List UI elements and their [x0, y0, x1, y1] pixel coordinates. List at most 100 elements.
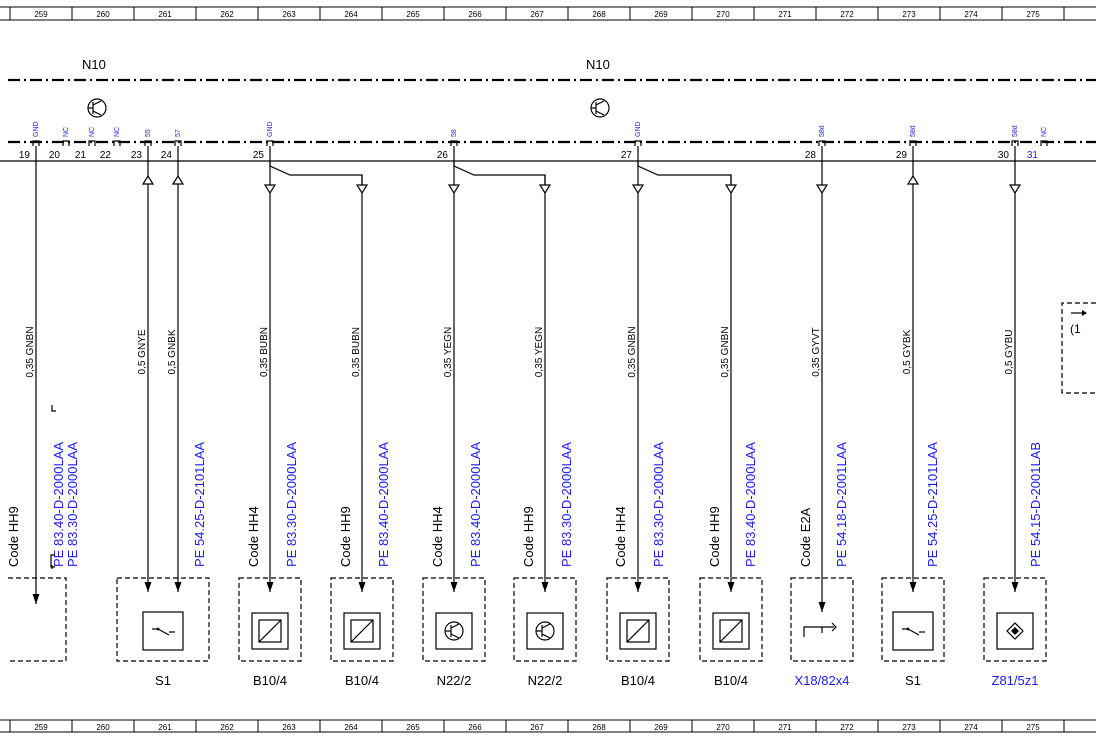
edge-ref-label: (1	[1070, 322, 1081, 336]
wire-2: 0,5 GNBK	[167, 161, 185, 592]
pin-socket	[144, 140, 152, 146]
code-label: Code HH4	[430, 506, 445, 567]
wire-label: 0,5 GYBK	[902, 329, 913, 374]
direction-down-icon	[815, 184, 829, 195]
component-boundary	[422, 577, 486, 662]
pin-signal: NC	[1041, 127, 1048, 137]
reference-link[interactable]: PE 54.25-D-2101LAA	[925, 442, 940, 567]
reference-link[interactable]: PE 83.30-D-2000LAA	[651, 442, 666, 567]
reference-link[interactable]: PE 83.30-D-2000LAA	[284, 442, 299, 567]
reference-link[interactable]: PE 83.40-D-2000LAA	[376, 442, 391, 567]
wire-1: 0,5 GNYE	[137, 161, 155, 592]
component-label: B10/4	[253, 673, 287, 688]
edge-reference-box: (1	[1061, 302, 1096, 394]
pin-signal: NC	[63, 127, 70, 137]
pin-number: 22	[100, 150, 112, 161]
wire-7: 0,35 GNBN	[627, 161, 645, 592]
reference-link[interactable]: PE 54.18-D-2001LAA	[834, 442, 849, 567]
direction-up-icon	[171, 174, 185, 185]
component-label[interactable]: X18/82x4	[795, 673, 850, 688]
pin-socket	[1011, 140, 1019, 146]
component-diamond: Z81/5z1	[983, 577, 1047, 688]
component-label: B10/4	[621, 673, 655, 688]
reference-link[interactable]: PE 54.25-D-2101LAA	[192, 442, 207, 567]
wire-6: 0,35 YEGN	[534, 175, 552, 592]
reference-link[interactable]: PE 83.30-D-2000LAA	[559, 442, 574, 567]
direction-down-icon	[263, 184, 277, 195]
arrow-head-icon	[1011, 582, 1019, 592]
component-boundary	[606, 577, 670, 662]
direction-down-icon	[447, 184, 461, 195]
ruler-cell: 259	[34, 723, 48, 732]
pin-signal: 58d	[819, 125, 826, 137]
component-boundary	[513, 577, 577, 662]
pin-socket	[1040, 140, 1048, 146]
arrow-head-icon	[32, 594, 40, 604]
pin-socket	[32, 140, 40, 146]
reference-link[interactable]: PE 83.40-D-2000LAA	[743, 442, 758, 567]
pin-23: 23 55	[131, 129, 152, 161]
wire-label: 0,35 GNBN	[627, 326, 638, 377]
pin-number: 25	[253, 150, 265, 161]
pin-number: 24	[161, 150, 173, 161]
component-sensor: B10/4	[699, 577, 763, 688]
component-label: N22/2	[528, 673, 563, 688]
wire-label: 0,35 YEGN	[443, 327, 454, 377]
arrow-head-icon	[909, 582, 917, 592]
component-label: B10/4	[714, 673, 748, 688]
ref-bracket	[50, 554, 55, 568]
reference-link[interactable]: PE 83.40-D-2000LAA	[468, 442, 483, 567]
connector-pins: 19GND20NC21NC22NC2355245725GND265827GND2…	[19, 121, 1048, 161]
component-sensor: B10/4	[238, 577, 302, 688]
pin-signal: 58d	[910, 125, 917, 137]
component-boundary	[699, 577, 763, 662]
component-label[interactable]: Z81/5z1	[992, 673, 1039, 688]
wire-label: 0,35 BUBN	[351, 327, 362, 377]
pin-signal: 55	[145, 129, 152, 137]
wire-label: 0,5 GNYE	[137, 329, 148, 374]
arrow-head-icon	[541, 582, 549, 592]
transistor-icon	[526, 612, 564, 650]
pin-number: 23	[131, 150, 143, 161]
component-label: N22/2	[437, 673, 472, 688]
pin-socket	[113, 140, 121, 146]
component-plug: X18/82x4	[790, 577, 854, 688]
direction-down-icon	[538, 184, 552, 195]
arrow-head-icon	[818, 602, 826, 612]
pin-number: 29	[896, 150, 908, 161]
pin-number: 19	[19, 150, 31, 161]
component-label: S1	[155, 673, 171, 688]
ruler-cell: 260	[96, 723, 110, 732]
component-transistor: N22/2	[422, 577, 486, 688]
reference-link[interactable]: PE 83.40-D-2000LAA	[51, 442, 66, 567]
ruler-cell: 275	[1026, 723, 1040, 732]
ruler-cell: 266	[468, 723, 482, 732]
transistor-icon	[590, 98, 610, 118]
arrow-head-icon	[358, 582, 366, 592]
component-switch: S1	[116, 577, 210, 688]
component-label: S1	[905, 673, 921, 688]
pin-number: 27	[621, 150, 633, 161]
ruler-cell: 275	[1026, 10, 1040, 19]
ruler-cell: 269	[654, 10, 668, 19]
sensor-icon	[619, 612, 657, 650]
ruler-cell: 265	[406, 10, 420, 19]
pin-number: 26	[437, 150, 449, 161]
code-label: Code HH9	[6, 506, 21, 567]
component-boundary	[790, 577, 854, 662]
wire-10: 0,5 GYBK	[902, 161, 920, 592]
pin-socket	[909, 140, 917, 146]
wire-label: 0,5 GNBK	[167, 329, 178, 374]
ruler-cell: 264	[344, 10, 358, 19]
branch-links	[269, 161, 732, 185]
ruler-cell: 271	[778, 10, 792, 19]
reference-link[interactable]: PE 54.15-D-2001LAB	[1028, 442, 1043, 567]
reference-link[interactable]: PE 83.30-D-2000LAA	[65, 442, 80, 567]
arrow-head-icon	[727, 582, 735, 592]
